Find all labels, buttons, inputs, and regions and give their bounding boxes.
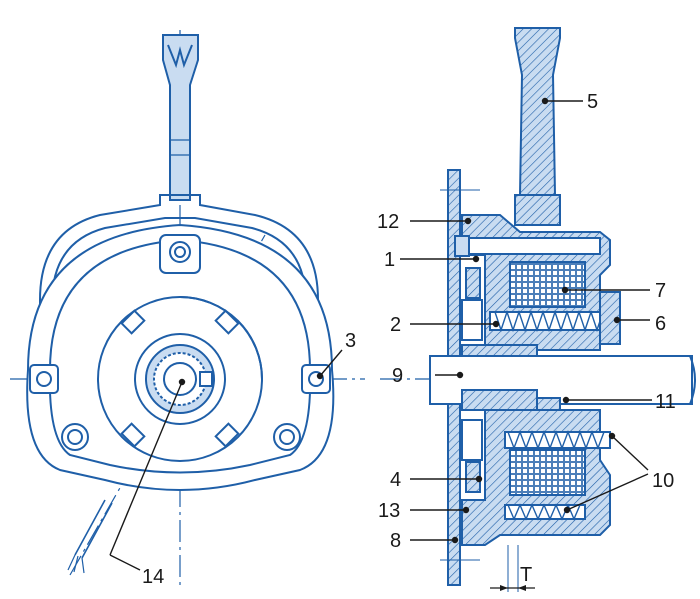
label-2: 2 xyxy=(390,314,401,336)
label-3: 3 xyxy=(345,330,356,352)
label-T: T xyxy=(520,564,532,586)
friction-disc xyxy=(465,267,481,299)
label-8: 8 xyxy=(390,530,401,552)
handle-lever xyxy=(162,34,199,201)
spring-lower xyxy=(504,431,611,449)
label-6: 6 xyxy=(655,313,666,335)
section-lever xyxy=(514,27,561,196)
label-10: 10 xyxy=(652,470,674,492)
label-12: 12 xyxy=(377,211,399,233)
lug-left xyxy=(29,364,59,394)
coil-upper xyxy=(509,261,586,308)
section-view xyxy=(380,27,696,592)
cable xyxy=(74,499,113,559)
release-yoke xyxy=(39,194,319,375)
top-boss xyxy=(159,234,201,274)
front-view xyxy=(10,30,365,590)
hole-left xyxy=(61,423,89,451)
bolt-1 xyxy=(459,237,601,255)
armature-plate xyxy=(461,299,483,341)
hole-right xyxy=(273,423,301,451)
label-11: 11 xyxy=(655,391,676,413)
coil-lower xyxy=(509,449,586,496)
label-9: 9 xyxy=(392,365,403,387)
label-7: 7 xyxy=(655,280,666,302)
leaders xyxy=(109,97,652,571)
callout-labels: 5 12 1 2 9 7 6 11 10 4 13 8 3 14 T xyxy=(142,91,676,588)
label-5: 5 xyxy=(587,91,598,113)
label-14: 14 xyxy=(142,566,164,588)
label-1: 1 xyxy=(384,249,395,271)
label-13: 13 xyxy=(378,500,400,522)
label-4: 4 xyxy=(390,469,401,491)
